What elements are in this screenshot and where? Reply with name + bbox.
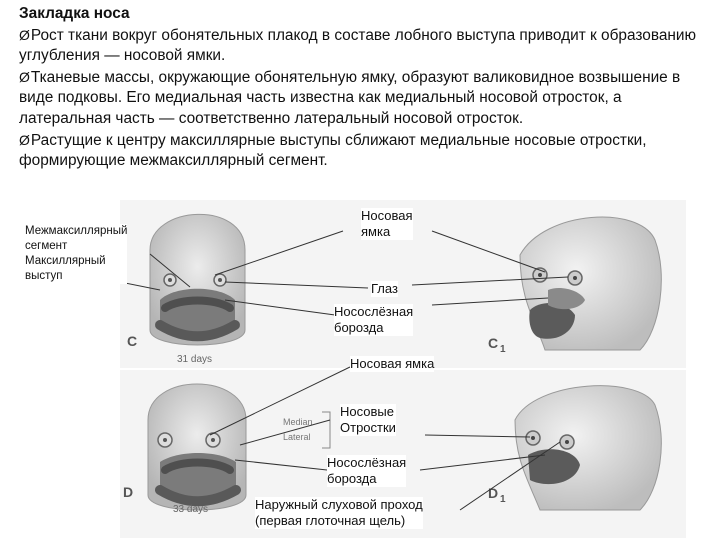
label-nasolacrimal-line1: Носослёзная (334, 304, 413, 319)
label-nasal-processes-line2: Отростки (340, 420, 396, 435)
label-nasal-pit-bottom: Носовая ямка (350, 356, 434, 372)
label-external-ear-canal: Наружный слуховой проход (первая глоточн… (255, 497, 423, 529)
label-nasolacrimal-top: Носослёзная борозда (334, 304, 413, 336)
label-nasolacrimal-b-line2: борозда (327, 471, 376, 486)
lateral-view-d1 (515, 386, 661, 510)
panel-c1-label: C (488, 335, 498, 351)
lateral-view-c1 (520, 217, 661, 350)
label-nasal-pit-line1: Носовая (361, 208, 413, 223)
panel-d-label: D (123, 484, 133, 500)
label-nasal-pit-top: Носовая ямка (361, 208, 413, 240)
days-d-label: 33 days (173, 504, 208, 515)
label-nasolacrimal-bottom: Носослёзная борозда (327, 455, 406, 487)
label-intermaxillary-line1: Межмаксиллярный (25, 225, 127, 237)
frontal-view-d (148, 384, 246, 510)
label-nasolacrimal-b-line1: Носослёзная (327, 455, 406, 470)
panel-c-label: C (127, 333, 137, 349)
label-ear-canal-line2: (первая глоточная щель) (255, 513, 405, 528)
label-maxillary-line1: Максиллярный (25, 255, 106, 267)
label-ear-canal-line1: Наружный слуховой проход (255, 497, 423, 512)
panel-d1-sub: 1 (500, 494, 506, 505)
label-nasal-processes: Носовые Отростки (340, 404, 396, 436)
label-maxillary-line2: выступ (25, 270, 63, 282)
panel-c1-sub: 1 (500, 344, 506, 355)
label-nasal-pit-line2: ямка (361, 224, 390, 239)
label-nasal-processes-line1: Носовые (340, 404, 394, 419)
lateral-label: Lateral (283, 432, 311, 442)
label-intermaxillary-segment: Межмаксиллярный сегмент Максиллярный выс… (25, 224, 127, 284)
frontal-view-c (150, 214, 245, 345)
label-eye: Глаз (371, 281, 398, 297)
label-intermaxillary-line2: сегмент (25, 240, 67, 252)
label-nasolacrimal-line2: борозда (334, 320, 383, 335)
days-c-label: 31 days (177, 354, 212, 365)
median-label: Median (283, 417, 313, 427)
